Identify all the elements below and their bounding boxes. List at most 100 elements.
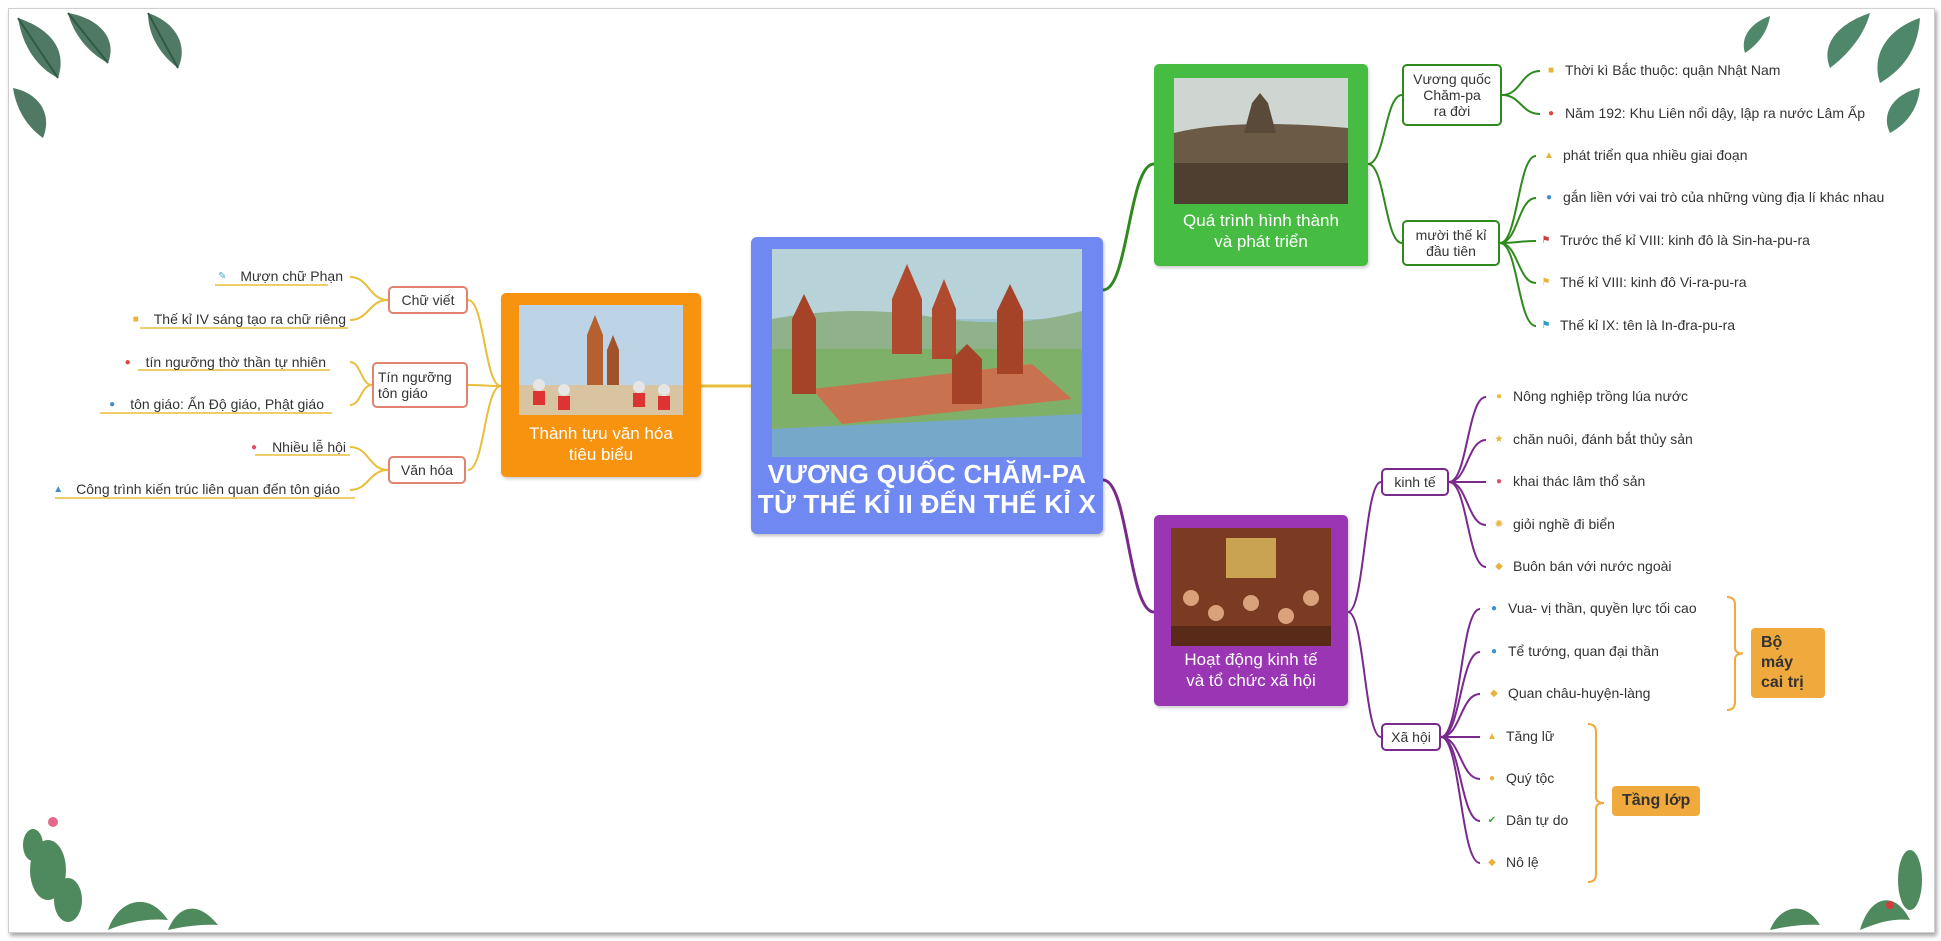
link-culture-leaf — [349, 299, 389, 321]
link-formation-leaf — [1501, 94, 1541, 115]
leaf-decoration-top-right-icon — [1743, 13, 1920, 133]
main-topic-society[interactable]: Hoạt động kinh tế và tổ chức xã hội — [1154, 515, 1348, 706]
formation-label-line2: và phát triển — [1214, 232, 1308, 251]
link-formation-sub — [1367, 94, 1403, 165]
leaf-text: tôn giáo: Ấn Độ giáo, Phật giáo — [130, 396, 324, 412]
main-topic-formation[interactable]: Quá trình hình thành và phát triển — [1154, 64, 1368, 266]
cube-icon: ■ — [1547, 64, 1555, 76]
link-society-sub — [1347, 481, 1382, 613]
cactus-decoration-bottom-left-icon — [23, 817, 218, 930]
leaf-society-7[interactable]: ◆Nô lệ — [1484, 854, 1539, 870]
leaf-economy-1[interactable]: ●Nông nghiệp trồng lúa nước — [1491, 388, 1688, 404]
yellow-flag-icon: ⚑ — [1541, 276, 1551, 288]
link-culture-leaf — [349, 469, 389, 491]
leaf-text: gắn liền với vai trò của những vùng địa … — [1563, 189, 1885, 205]
leaf-society-5[interactable]: ●Quý tộc — [1484, 770, 1554, 786]
culture-label-line1: Thành tựu văn hóa — [529, 424, 673, 443]
link-formation-sub — [1367, 163, 1403, 244]
leaf-formation-6[interactable]: ⚑Thế kỉ VIII: kinh đô Vi-ra-pu-ra — [1538, 274, 1747, 290]
lantern-icon: ● — [251, 441, 258, 453]
leaf-text: Năm 192: Khu Liên nổi dậy, lập ra nước L… — [1565, 105, 1866, 121]
person-icon: ● — [1490, 645, 1498, 657]
subtopic-kingdom-label-line1: Vương quốc — [1413, 71, 1491, 87]
leaf-decoration-bottom-right-icon — [1770, 850, 1922, 930]
subtopic-society-label: Xã hội — [1391, 729, 1431, 745]
subtopic-economy[interactable]: kinh tế — [1381, 468, 1449, 496]
leaf-economy-4[interactable]: ✺giỏi nghề đi biển — [1491, 516, 1615, 532]
tower-festival-image — [519, 305, 683, 415]
link-society-leaf — [1448, 396, 1487, 483]
bulb-icon: ● — [1495, 390, 1503, 402]
subtopic-belief-label-line1: Tín ngưỡng — [378, 369, 452, 385]
lantern-icon: ● — [1495, 475, 1503, 487]
leaf-text: chăn nuôi, đánh bắt thủy sản — [1513, 431, 1693, 447]
tag-government-line2: cai trị — [1761, 674, 1804, 691]
leaf-borrow-sanskrit[interactable]: ✎Mượn chữ Phạn — [214, 268, 343, 284]
leaf-text: Mượn chữ Phạn — [240, 268, 343, 284]
leaf-festivals[interactable]: ●Nhiều lễ hội — [246, 439, 346, 455]
leaf-nature-worship[interactable]: ●tín ngưỡng thờ thần tự nhiên — [120, 354, 326, 370]
link-formation-leaf — [1499, 242, 1537, 327]
leaf-text: Vua- vị thần, quyền lực tối cao — [1508, 600, 1697, 616]
leaf-architecture[interactable]: ▲Công trình kiến trúc liên quan đến tôn … — [50, 481, 340, 497]
tag-government[interactable]: Bộ máy cai trị — [1751, 628, 1825, 698]
leaf-religions[interactable]: ●tôn giáo: Ấn Độ giáo, Phật giáo — [104, 396, 324, 412]
link-central-society — [1102, 478, 1155, 614]
bracket-classes — [1587, 723, 1605, 883]
link-culture-leaf — [349, 446, 389, 471]
subtopic-centuries-label-line2: đầu tiên — [1426, 243, 1476, 259]
leaf-text: Buôn bán với nước ngoài — [1513, 558, 1672, 574]
leaf-formation-2[interactable]: ●Năm 192: Khu Liên nổi dậy, lập ra nước … — [1543, 105, 1865, 121]
tag-classes[interactable]: Tầng lớp — [1612, 786, 1701, 816]
leaf-text: Nô lệ — [1506, 854, 1539, 870]
main-topic-culture[interactable]: Thành tựu văn hóa tiêu biểu — [501, 293, 701, 477]
leaf-economy-2[interactable]: ★chăn nuôi, đánh bắt thủy sản — [1491, 431, 1693, 447]
society-label-line1: Hoạt động kinh tế — [1184, 650, 1318, 669]
culture-label-line2: tiêu biểu — [568, 445, 634, 464]
gear-icon: ● — [1545, 191, 1553, 203]
royal-court-image — [1171, 528, 1331, 646]
subtopic-belief-label-line2: tôn giáo — [378, 385, 428, 401]
society-label-line2: và tổ chức xã hội — [1186, 671, 1316, 690]
subtopic-writing[interactable]: Chữ viết — [388, 286, 468, 314]
leaf-economy-3[interactable]: ● khai thác lâm thổ sản — [1491, 473, 1645, 489]
link-culture-sub — [467, 385, 502, 471]
leaf-text: Dân tự do — [1506, 812, 1569, 828]
leaf-text: Quý tộc — [1506, 770, 1555, 786]
subtopic-culture[interactable]: Văn hóa — [388, 456, 466, 484]
leaf-own-script[interactable]: ■Thế kỉ IV sáng tạo ra chữ riêng — [128, 311, 346, 327]
link-society-leaf — [1448, 481, 1487, 568]
thumb-up-icon: ▲ — [1544, 149, 1554, 161]
central-topic[interactable]: VƯƠNG QUỐC CHĂM-PA TỪ THẾ KỈ II ĐẾN THẾ … — [751, 237, 1103, 534]
subtopic-kingdom-founded[interactable]: Vương quốc Chăm-pa ra đời — [1402, 64, 1502, 126]
leaf-formation-5[interactable]: ⚑Trước thế kỉ VIII: kinh đô là Sin-ha-pu… — [1538, 232, 1810, 248]
leaf-society-6[interactable]: ✔Dân tự do — [1484, 812, 1569, 828]
subtopic-centuries-label-line1: mười thế kỉ — [1415, 227, 1487, 243]
leaf-formation-4[interactable]: ● gắn liền với vai trò của những vùng địa… — [1541, 189, 1884, 205]
leaf-society-2[interactable]: ●Tể tướng, quan đại thần — [1486, 643, 1659, 659]
subtopic-first-ten-centuries[interactable]: mười thế kỉ đầu tiên — [1402, 220, 1500, 266]
leaf-text: phát triển qua nhiều giai đoạn — [1563, 147, 1748, 163]
leaf-formation-1[interactable]: ■Thời kì Bắc thuộc: quận Nhật Nam — [1543, 62, 1780, 78]
red-flag-icon: ⚑ — [1541, 234, 1551, 246]
leaf-text: Quan châu-huyện-làng — [1508, 685, 1651, 701]
subtopic-belief[interactable]: Tín ngưỡng tôn giáo — [372, 362, 468, 408]
diamond-icon: ◆ — [1495, 560, 1503, 572]
subtopic-kingdom-label-line3: ra đời — [1433, 103, 1471, 119]
leaf-society-3[interactable]: ◆ Quan châu-huyện-làng — [1486, 685, 1650, 701]
leaf-society-1[interactable]: ●Vua- vị thần, quyền lực tối cao — [1486, 600, 1697, 616]
leaf-society-4[interactable]: ▲Tăng lữ — [1484, 728, 1554, 744]
subtopic-kingdom-label-line2: Chăm-pa — [1423, 87, 1481, 103]
leaf-formation-3[interactable]: ▲ phát triển qua nhiều giai đoạn — [1541, 147, 1747, 163]
link-formation-leaf — [1501, 70, 1541, 96]
leaf-economy-5[interactable]: ◆ Buôn bán với nước ngoài — [1491, 558, 1672, 574]
leaf-formation-7[interactable]: ⚑Thế kỉ IX: tên là In-đra-pu-ra — [1538, 317, 1736, 333]
subtopic-society[interactable]: Xã hội — [1381, 723, 1441, 751]
tag-government-line1: Bộ máy — [1761, 634, 1794, 671]
leaf-text: khai thác lâm thổ sản — [1513, 473, 1646, 489]
central-title-line1: VƯƠNG QUỐC CHĂM-PA — [767, 459, 1087, 489]
central-title-line2: TỪ THẾ KỈ II ĐẾN THẾ KỈ X — [757, 489, 1097, 519]
ruins-image — [1174, 78, 1348, 204]
tag-icon: ◆ — [1490, 687, 1498, 699]
